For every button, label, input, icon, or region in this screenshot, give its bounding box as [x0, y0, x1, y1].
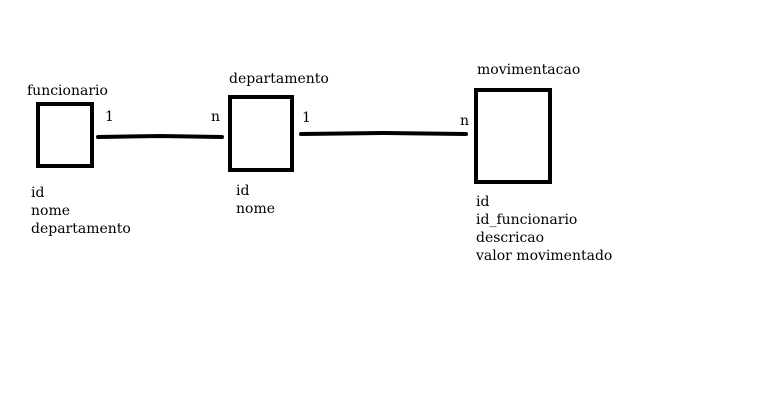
entity-box-funcionario — [36, 102, 94, 168]
cardinality-departamento-side-2: 1 — [302, 110, 311, 126]
attribute: nome — [236, 201, 276, 217]
cardinality-funcionario-side: 1 — [105, 109, 114, 125]
attribute: id — [31, 185, 45, 201]
attribute: id — [476, 194, 490, 210]
entity-box-movimentacao — [474, 88, 552, 184]
attribute-list-funcionario: id nome departamento — [31, 184, 131, 238]
attribute-list-movimentacao: id id_funcionario descricao valor movime… — [476, 193, 612, 265]
cardinality-departamento-side: n — [211, 109, 221, 125]
attribute: id — [236, 183, 250, 199]
attribute: valor movimentado — [476, 248, 613, 264]
entity-title-movimentacao: movimentacao — [477, 62, 581, 78]
relationship-line-departamento-movimentacao — [299, 130, 468, 136]
attribute: id_funcionario — [476, 212, 578, 228]
attribute: descricao — [476, 230, 545, 246]
attribute-list-departamento: id nome — [236, 182, 275, 218]
entity-title-funcionario: funcionario — [27, 83, 108, 99]
relationship-line-funcionario-departamento — [96, 133, 224, 139]
attribute: nome — [31, 203, 71, 219]
entity-box-departamento — [228, 95, 294, 172]
entity-title-departamento: departamento — [229, 71, 329, 87]
attribute: departamento — [31, 221, 131, 237]
cardinality-movimentacao-side: n — [460, 113, 470, 129]
